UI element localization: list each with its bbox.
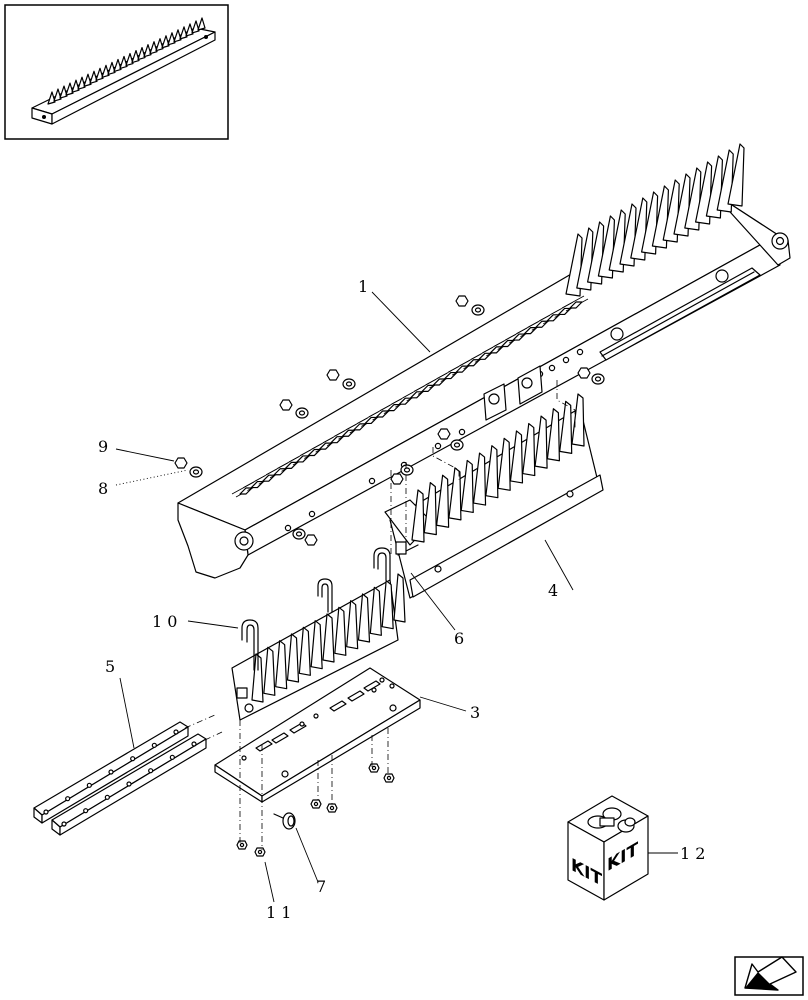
callout-8: 8 <box>98 479 108 498</box>
callout-5: 5 <box>105 657 115 676</box>
pin-part-7 <box>273 812 296 830</box>
kit-parts-icon <box>587 807 636 833</box>
callout-labels: 1 9 8 4 6 1 0 5 3 7 1 1 1 2 <box>98 277 705 922</box>
lower-hardware <box>236 763 395 857</box>
callout-11: 1 1 <box>266 903 291 922</box>
callout-1: 1 <box>358 277 368 296</box>
callout-7: 7 <box>316 877 326 896</box>
callout-9: 9 <box>98 437 108 456</box>
knife-section-part-3 <box>214 573 421 803</box>
next-page-arrow-icon[interactable] <box>734 956 804 996</box>
callout-6: 6 <box>454 629 464 648</box>
callout-12: 1 2 <box>680 844 705 863</box>
kit-box-part-12: KIT KIT <box>567 795 649 901</box>
callout-3: 3 <box>470 703 480 722</box>
assembly-thumbnail-icon[interactable] <box>4 4 229 140</box>
main-rail-part-1 <box>177 143 791 579</box>
slide-rails-part-5 <box>33 721 207 836</box>
leader-lines <box>115 291 678 903</box>
rail-hardware <box>174 295 605 546</box>
callout-10: 1 0 <box>152 612 177 631</box>
alignment-lines <box>184 380 576 850</box>
hook-part-6 <box>373 547 391 581</box>
knife-section-part-4 <box>384 393 604 599</box>
callout-4: 4 <box>548 581 558 600</box>
hook-part-10 <box>241 578 333 671</box>
